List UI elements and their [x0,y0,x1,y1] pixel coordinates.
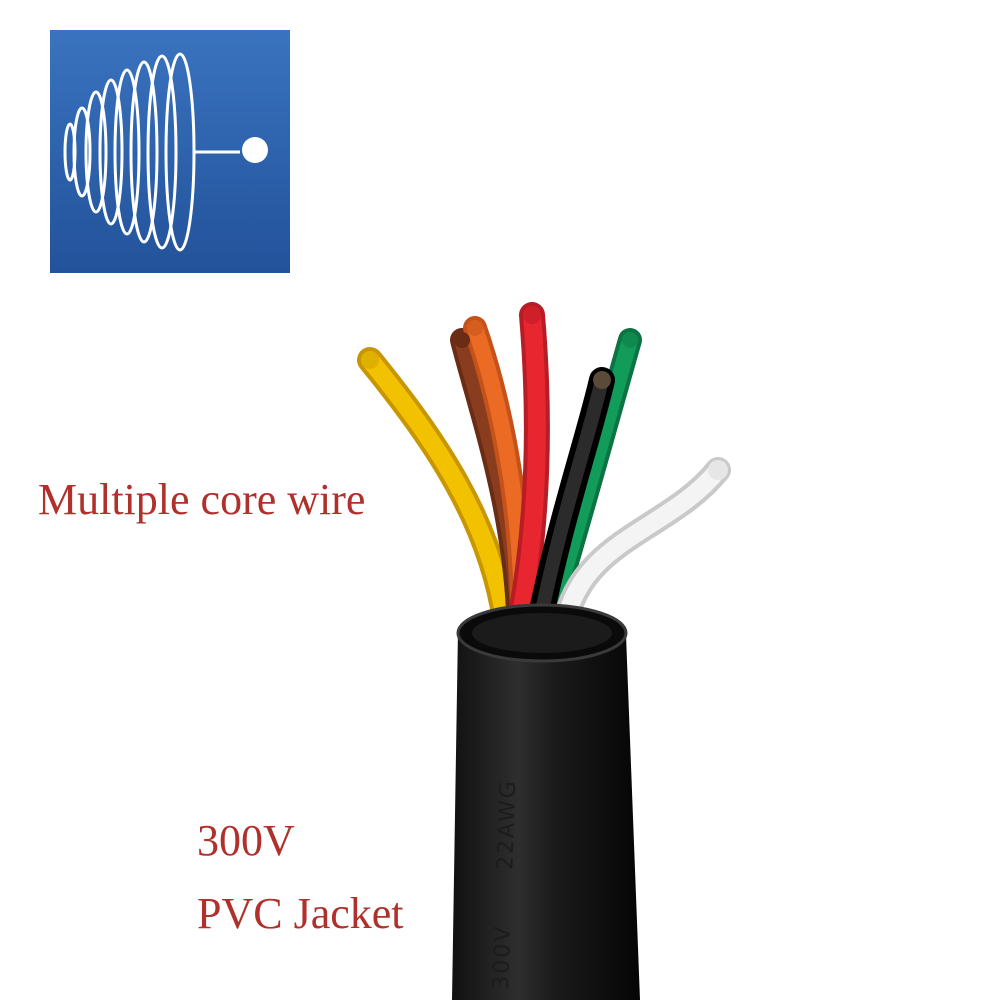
product-caption: Multiple core wire [38,475,366,524]
jacket-gauge-print: 22AWG [493,779,521,870]
wire-bundle [357,302,731,643]
voltage-caption: 300V [197,816,295,865]
company-logo [50,30,290,273]
cable-photo: 300V 22AWG [340,300,740,1000]
wire-tips [361,306,728,480]
jacket-voltage-print: 300V [489,924,516,990]
coil-logo-icon [50,30,290,273]
jacket-caption: PVC Jacket [197,889,404,938]
cable-jacket [452,603,640,1000]
